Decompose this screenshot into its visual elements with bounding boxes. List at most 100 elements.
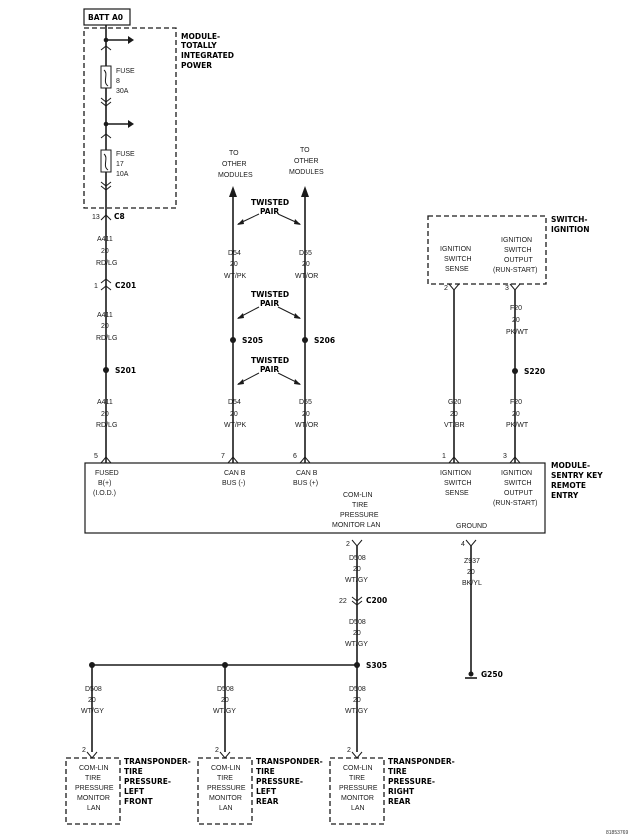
svg-text:WT/PK: WT/PK <box>224 273 246 280</box>
svg-text:CAN B: CAN B <box>296 470 318 477</box>
skre-title: MODULE- SENTRY KEY REMOTE ENTRY <box>551 461 603 500</box>
svg-text:TRANSPONDER-: TRANSPONDER- <box>124 757 191 766</box>
svg-text:20: 20 <box>353 697 361 704</box>
g250-label: G250 <box>481 670 503 679</box>
svg-text:PRESSURE-: PRESSURE- <box>256 777 303 786</box>
skre-comlin-label: COM-LIN TIRE PRESSURE MONITOR LAN <box>332 492 381 529</box>
skre-pin-can-minus: 7 <box>221 453 239 464</box>
svg-text:TO: TO <box>300 147 310 154</box>
twisted-pair-1: TWISTED PAIR <box>237 198 301 225</box>
s205-label: S205 <box>242 336 263 345</box>
svg-text:30A: 30A <box>116 88 129 95</box>
skre-can-minus-label: CAN B BUS (-) <box>222 470 246 487</box>
svg-text:(I.O.D.): (I.O.D.) <box>93 490 116 497</box>
svg-text:WT/GY: WT/GY <box>81 708 104 715</box>
svg-text:D508: D508 <box>349 555 366 562</box>
svg-text:MONITOR LAN: MONITOR LAN <box>332 522 381 529</box>
c201-connector-symbol <box>100 278 112 291</box>
svg-text:ENTRY: ENTRY <box>551 491 579 500</box>
svg-text:PAIR: PAIR <box>260 299 279 308</box>
svg-text:TIRE: TIRE <box>352 502 368 509</box>
svg-text:IGNITION: IGNITION <box>551 225 590 234</box>
skre-comlin-terminal <box>351 539 363 547</box>
svg-text:PK/WT: PK/WT <box>506 329 529 336</box>
a411-label-3: A411 20 RD/LG <box>96 399 117 429</box>
d508-label-lr: D508 20 WT/GY <box>213 686 236 715</box>
f20-label-2: F20 20 PK/WT <box>506 399 529 429</box>
svg-text:20: 20 <box>353 630 361 637</box>
svg-text:OTHER: OTHER <box>222 161 247 168</box>
svg-text:COM-LIN: COM-LIN <box>79 765 109 772</box>
switch-output-terminal <box>509 283 521 291</box>
skre-ign-output-label: IGNITION SWITCH OUTPUT (RUN-START) <box>493 470 537 507</box>
tipm-arrow-2 <box>128 120 134 128</box>
tipm-title: MODULE- TOTALLY INTEGRATED POWER <box>181 32 234 70</box>
svg-text:FUSED: FUSED <box>95 470 119 477</box>
svg-text:RIGHT: RIGHT <box>388 787 415 796</box>
svg-text:D508: D508 <box>349 686 366 693</box>
s205-splice <box>230 337 236 343</box>
c8-connector-symbol <box>100 214 112 221</box>
f20-label-1: F20 20 PK/WT <box>506 305 529 336</box>
can-minus-arrow <box>229 186 237 197</box>
svg-text:WT/PK: WT/PK <box>224 422 246 429</box>
svg-text:TO: TO <box>229 150 239 157</box>
svg-text:20: 20 <box>512 411 520 418</box>
fuse8-top-chevron <box>100 45 112 51</box>
transponder-left-front: 2 COM-LIN TIRE PRESSURE MONITOR LAN TRAN… <box>65 747 191 825</box>
svg-text:CAN B: CAN B <box>224 470 246 477</box>
s220-splice <box>512 368 518 374</box>
svg-text:TIRE: TIRE <box>85 775 101 782</box>
tipm-box <box>83 27 177 209</box>
svg-text:20: 20 <box>221 697 229 704</box>
other-modules-right: TO OTHER MODULES <box>289 147 324 176</box>
skre-can-plus-label: CAN B BUS (+) <box>293 470 318 487</box>
svg-text:3: 3 <box>503 453 507 460</box>
svg-text:TIRE: TIRE <box>349 775 365 782</box>
svg-text:TWISTED: TWISTED <box>251 198 289 207</box>
svg-text:D54: D54 <box>228 399 241 406</box>
s206-label: S206 <box>314 336 335 345</box>
s305-label: S305 <box>366 661 387 670</box>
a411-label-1: A411 20 RD/LG <box>96 236 117 267</box>
c200-pin: 22 <box>339 598 347 605</box>
svg-text:MODULES: MODULES <box>218 172 253 179</box>
svg-text:1: 1 <box>442 453 446 460</box>
svg-text:REMOTE: REMOTE <box>551 481 586 490</box>
skre-ground-terminal <box>465 539 477 547</box>
skre-pin-ign-output: 3 <box>503 453 521 464</box>
z937-label: Z937 20 BK/YL <box>462 558 482 587</box>
svg-text:20: 20 <box>302 411 310 418</box>
s201-label: S201 <box>115 366 136 375</box>
svg-text:WT/GY: WT/GY <box>345 577 368 584</box>
switch-sense-terminal <box>448 283 460 291</box>
fuse8-element <box>103 69 109 87</box>
svg-text:20: 20 <box>353 566 361 573</box>
svg-text:OTHER: OTHER <box>294 158 319 165</box>
fuse8-bottom-chevron <box>100 97 112 107</box>
svg-text:IGNITION: IGNITION <box>501 470 532 477</box>
svg-text:10A: 10A <box>116 171 129 178</box>
svg-text:B(+): B(+) <box>98 480 111 487</box>
svg-text:SWITCH: SWITCH <box>504 480 532 487</box>
svg-text:FRONT: FRONT <box>124 797 154 806</box>
svg-text:PRESSURE: PRESSURE <box>207 785 246 792</box>
batt-box <box>83 8 131 26</box>
svg-text:POWER: POWER <box>181 61 212 70</box>
d508-label-lf: D508 20 WT/GY <box>81 686 104 715</box>
svg-text:MONITOR: MONITOR <box>341 795 374 802</box>
transponder-right-rear: 2 COM-LIN TIRE PRESSURE MONITOR LAN TRAN… <box>329 747 455 825</box>
svg-text:PK/WT: PK/WT <box>506 422 529 429</box>
svg-text:MODULE-: MODULE- <box>551 461 590 470</box>
svg-text:(RUN-START): (RUN-START) <box>493 267 537 274</box>
svg-text:TRANSPONDER-: TRANSPONDER- <box>256 757 323 766</box>
svg-text:A411: A411 <box>97 312 113 319</box>
svg-text:WT/OR: WT/OR <box>295 422 318 429</box>
svg-text:2: 2 <box>215 747 219 754</box>
svg-text:INTEGRATED: INTEGRATED <box>181 51 234 60</box>
svg-text:PAIR: PAIR <box>260 207 279 216</box>
svg-text:D55: D55 <box>299 399 312 406</box>
svg-text:20: 20 <box>101 248 109 255</box>
c200-label: C200 <box>366 596 387 605</box>
svg-text:SWITCH-: SWITCH- <box>551 215 587 224</box>
